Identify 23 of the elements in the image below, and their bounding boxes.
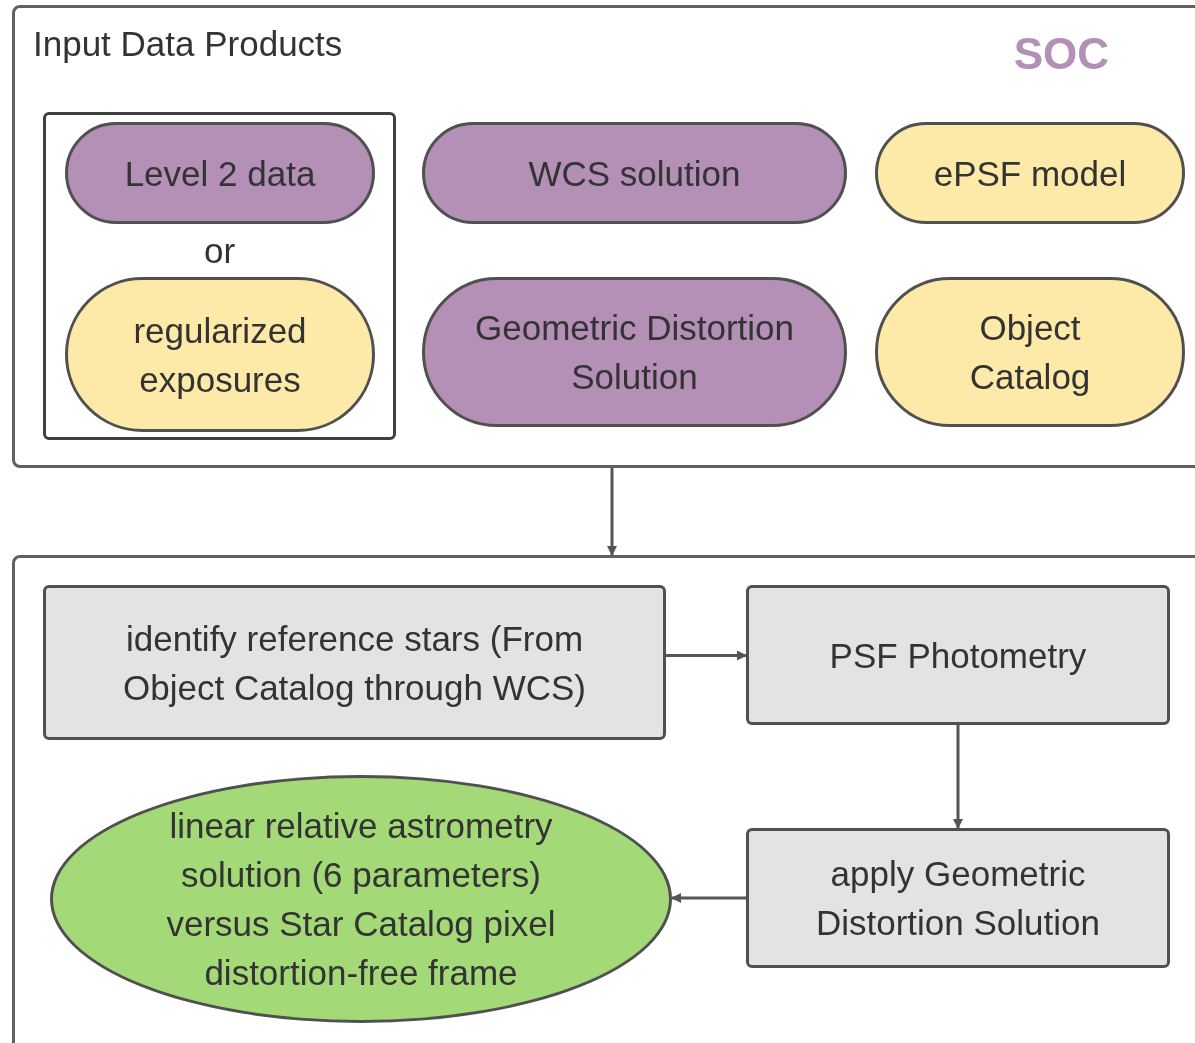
arrow bbox=[607, 468, 617, 556]
arrow bbox=[666, 650, 747, 661]
connector-word: or bbox=[202, 233, 237, 268]
node-label: identify reference stars (From Object Catalog through WCS) bbox=[122, 617, 587, 709]
choice-box bbox=[43, 112, 396, 440]
node-label: linear relative astrometry solution (6 parameters) versus Star Catalog pixel distortion-free frame bbox=[165, 805, 557, 994]
arrow bbox=[671, 893, 746, 903]
node-label: Geometric Distortion Solution bbox=[474, 307, 795, 398]
node-label: Level 2 data bbox=[124, 152, 316, 195]
process-panel bbox=[12, 555, 1195, 1043]
process-box bbox=[746, 828, 1170, 968]
node-label: WCS solution bbox=[528, 152, 741, 195]
node-label: ePSF model bbox=[933, 152, 1127, 195]
process-box bbox=[746, 585, 1170, 725]
arrow bbox=[953, 725, 963, 829]
node-label: regularized exposures bbox=[132, 309, 308, 401]
panel-title: Input Data Products bbox=[33, 26, 343, 61]
process-box bbox=[43, 585, 666, 740]
node-label: Object Catalog bbox=[968, 307, 1092, 398]
group-label: SOC bbox=[1013, 32, 1109, 76]
node-label: PSF Photometry bbox=[829, 634, 1087, 677]
node-label: apply Geometric Distortion Solution bbox=[814, 853, 1101, 944]
input-panel bbox=[12, 5, 1195, 468]
